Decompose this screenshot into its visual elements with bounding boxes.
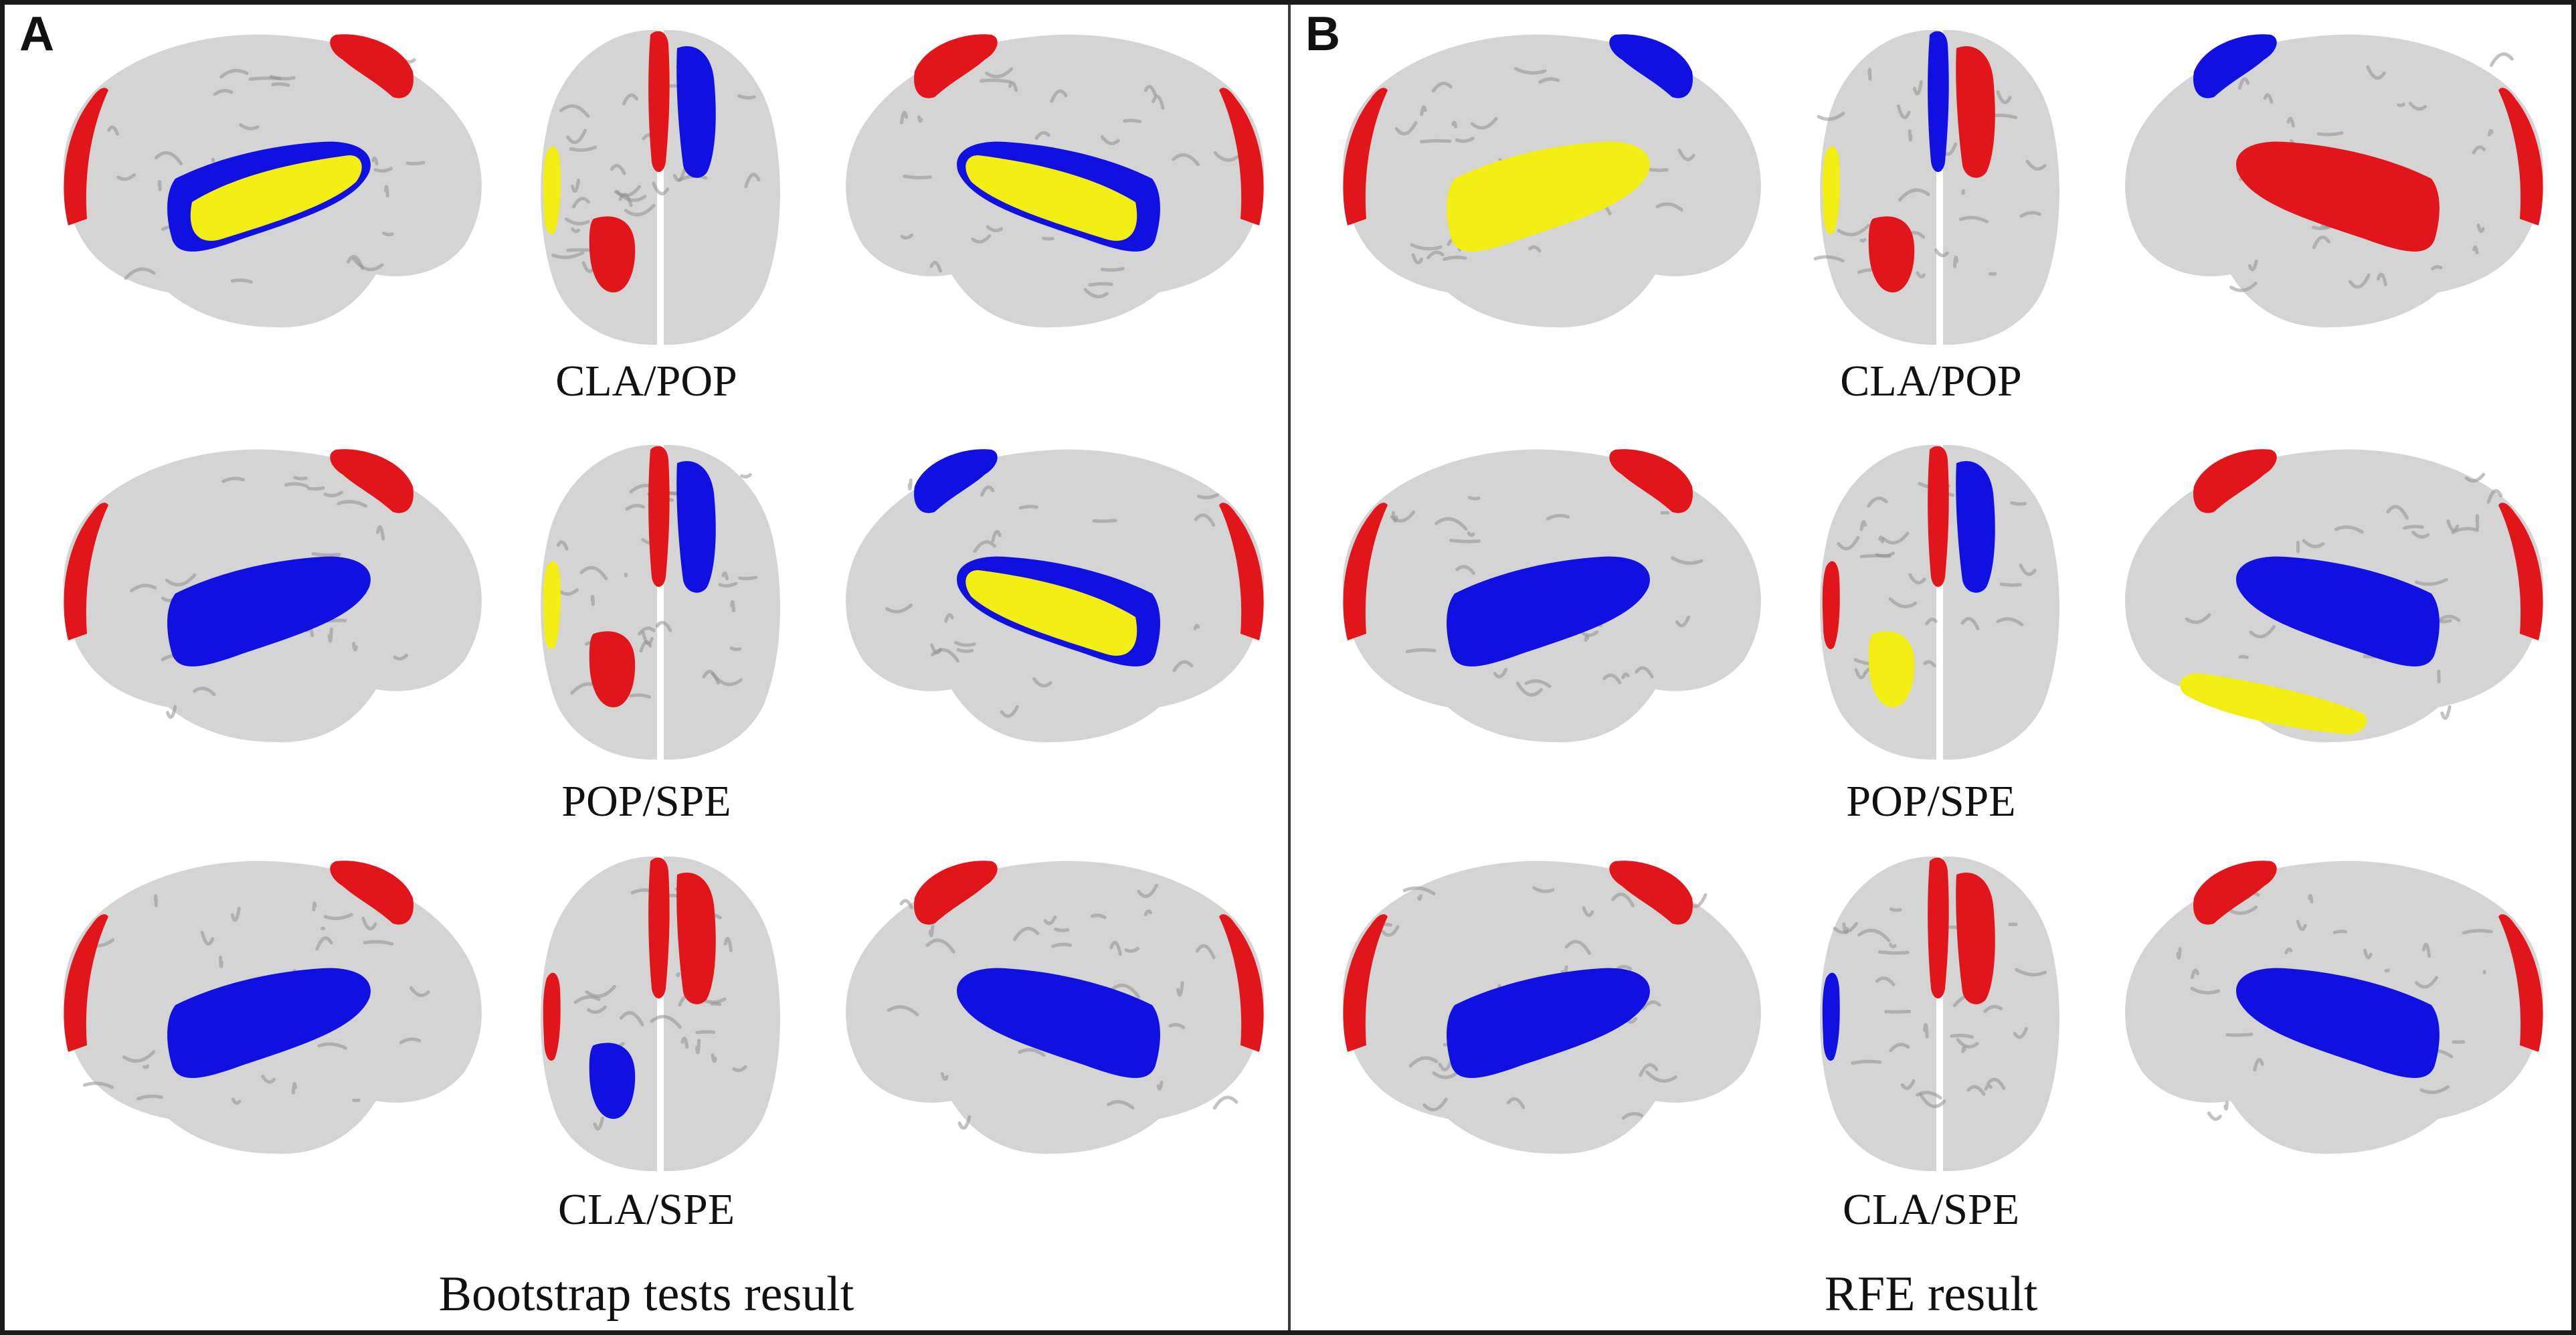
- red-region: [1868, 216, 1915, 292]
- red-region: [1219, 914, 1264, 1052]
- red-region: [1219, 503, 1264, 640]
- brain-lateral-left: [41, 433, 496, 768]
- brain-lateral-left: [1321, 18, 1776, 353]
- red-region: [2236, 141, 2440, 252]
- brain-lateral-left: [41, 844, 496, 1179]
- red-region: [648, 446, 670, 587]
- red-region: [676, 873, 716, 1004]
- yellow-region: [1447, 141, 1650, 252]
- blue-region: [2236, 968, 2440, 1078]
- blue-region: [589, 1043, 636, 1119]
- red-region: [648, 857, 670, 998]
- red-region: [2498, 503, 2543, 640]
- panel-divider: [1288, 5, 1291, 1330]
- red-region: [1343, 88, 1388, 226]
- yellow-region: [1868, 631, 1915, 707]
- red-region: [1219, 88, 1264, 226]
- yellow-region: [2180, 673, 2367, 735]
- blue-region: [1609, 34, 1693, 98]
- yellow-region: [543, 561, 561, 650]
- panel-letter: B: [1305, 7, 1340, 61]
- red-region: [589, 631, 636, 707]
- blue-region: [1928, 31, 1949, 172]
- red-region: [2498, 88, 2543, 226]
- red-region: [1956, 873, 1995, 1004]
- blue-region: [957, 968, 1160, 1078]
- brain-dorsal: [520, 18, 801, 353]
- red-region: [1928, 446, 1949, 587]
- red-region: [543, 972, 561, 1061]
- red-region: [589, 216, 636, 292]
- yellow-region: [543, 146, 561, 235]
- red-region: [1343, 503, 1388, 640]
- yellow-region: [965, 570, 1137, 656]
- red-region: [64, 503, 108, 640]
- yellow-region: [190, 155, 362, 241]
- red-region: [1822, 561, 1840, 650]
- blue-region: [2245, 570, 2417, 656]
- brain-dorsal: [520, 433, 801, 768]
- red-region: [1609, 861, 1693, 925]
- blue-region: [914, 449, 998, 513]
- blue-region: [676, 461, 716, 593]
- panel-b: B CLA/POP POP/SPE CLA/SPE RFE result: [1291, 5, 2571, 1330]
- red-region: [330, 34, 413, 98]
- brain-lateral-right: [831, 18, 1286, 353]
- row-label: CLA/SPE: [557, 1185, 735, 1234]
- red-region: [914, 34, 998, 98]
- brain-lateral-right: [2110, 844, 2565, 1179]
- brain-lateral-left: [1321, 844, 1776, 1179]
- brain-lateral-right: [831, 844, 1286, 1179]
- red-region: [1956, 46, 1995, 178]
- red-region: [64, 88, 108, 226]
- row-label: CLA/POP: [555, 357, 737, 406]
- row-label: POP/SPE: [561, 777, 731, 826]
- red-region: [1609, 449, 1693, 513]
- red-region: [2193, 861, 2277, 925]
- brain-lateral-right: [2110, 433, 2565, 768]
- brain-lateral-right: [2110, 18, 2565, 353]
- blue-region: [167, 968, 371, 1078]
- panel-letter: A: [19, 7, 54, 61]
- red-region: [64, 914, 108, 1052]
- panel-a: A CLA/POP POP/SPE CLA/SPE Bootstrap test…: [5, 5, 1288, 1330]
- panel-caption: Bootstrap tests result: [438, 1267, 854, 1322]
- blue-region: [2193, 34, 2277, 98]
- red-region: [330, 449, 413, 513]
- red-region: [914, 861, 998, 925]
- brain-lateral-right: [831, 433, 1286, 768]
- red-region: [1928, 857, 1949, 998]
- brain-dorsal: [520, 844, 801, 1179]
- brain-dorsal: [1799, 433, 2080, 768]
- blue-region: [1822, 972, 1840, 1061]
- blue-region: [1956, 461, 1995, 593]
- red-region: [1343, 914, 1388, 1052]
- yellow-region: [1822, 146, 1840, 235]
- brain-dorsal: [1799, 844, 2080, 1179]
- row-label: POP/SPE: [1846, 777, 2016, 826]
- blue-region: [167, 556, 371, 666]
- blue-region: [1447, 968, 1650, 1078]
- brain-lateral-left: [41, 18, 496, 353]
- row-label: CLA/SPE: [1842, 1185, 2020, 1234]
- brain-dorsal: [1799, 18, 2080, 353]
- red-region: [2498, 914, 2543, 1052]
- blue-region: [676, 46, 716, 178]
- yellow-region: [965, 155, 1137, 241]
- row-label: CLA/POP: [1840, 357, 2022, 406]
- panel-caption: RFE result: [1824, 1267, 2038, 1322]
- red-region: [2193, 449, 2277, 513]
- brain-lateral-left: [1321, 433, 1776, 768]
- blue-region: [1447, 556, 1650, 666]
- red-region: [330, 861, 413, 925]
- red-region: [648, 31, 670, 172]
